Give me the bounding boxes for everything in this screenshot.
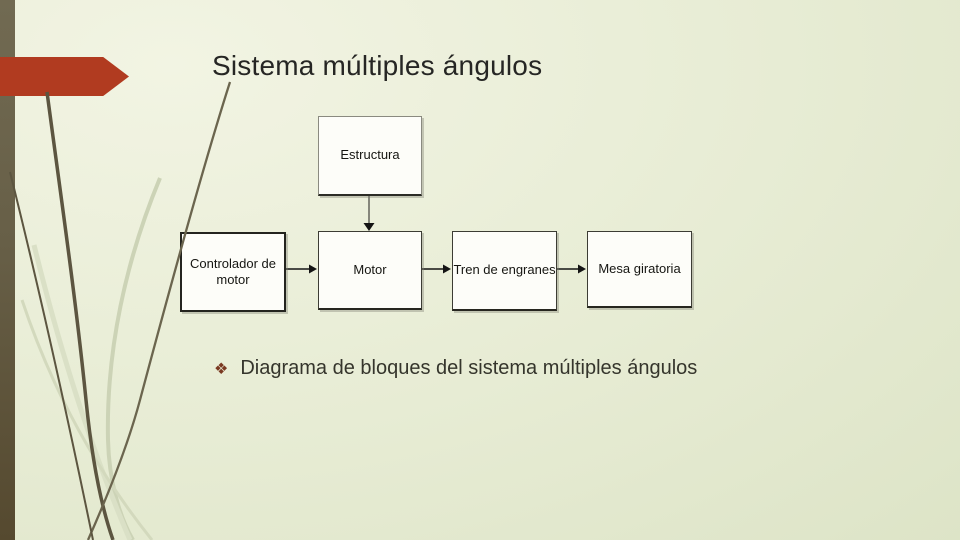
- bullet-item: ❖ Diagrama de bloques del sistema múltip…: [214, 357, 697, 380]
- diagram-box-label: Controlador de motor: [190, 255, 276, 287]
- diagram-box-label: Estructura: [340, 147, 400, 163]
- bullet-text: Diagrama de bloques del sistema múltiple…: [240, 357, 698, 379]
- diagram-box-label: Tren de engranes: [453, 262, 556, 278]
- diagram-box-estructura: Estructura: [318, 116, 422, 196]
- diagram-box-tren: Tren de engranes: [452, 231, 557, 311]
- diagram-box-motor: Motor: [318, 231, 422, 310]
- slide-title: Sistema múltiples ángulos: [212, 50, 543, 81]
- diagram-box-label: Motor: [353, 261, 387, 277]
- diagram-box-controlador: Controlador de motor: [180, 232, 286, 312]
- diagram-box-mesa: Mesa giratoria: [587, 231, 692, 308]
- diagram-box-label: Mesa giratoria: [598, 260, 681, 276]
- diamond-bullet-icon: ❖: [214, 360, 229, 378]
